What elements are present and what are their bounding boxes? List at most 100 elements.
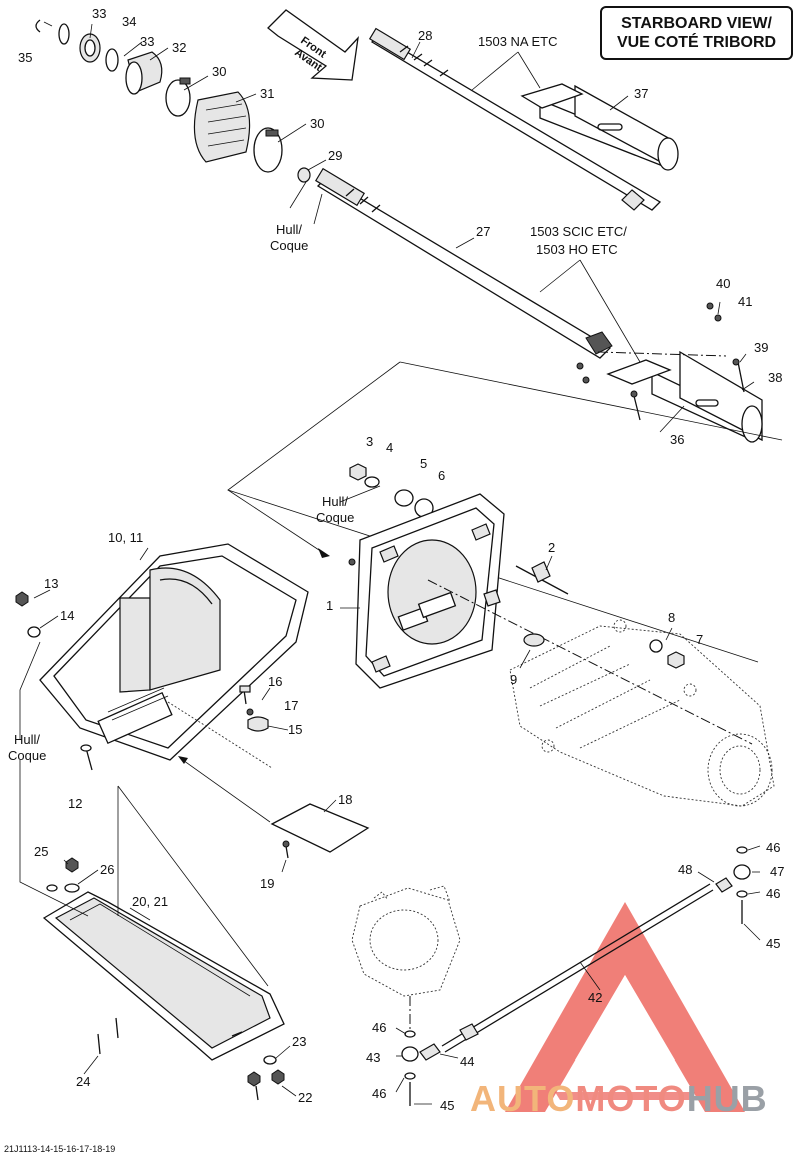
callout-9: 9 [510,672,517,687]
brand-part1: AUTO [470,1078,576,1119]
venturi-nozzle [509,619,775,807]
ride-plate-hardware [19,641,285,1101]
callout-42: 42 [588,990,602,1005]
callout-20-21: 20, 21 [132,894,168,909]
front-arrow: Front Avant [267,9,359,81]
steering-nozzle [351,885,461,997]
callout-35: 35 [18,50,32,65]
callout-5: 5 [420,456,427,471]
callout-45b: 45 [440,1098,454,1113]
drive-shaft-27 [314,167,613,359]
gasket-36 [606,359,672,385]
callout-3: 3 [366,434,373,449]
watermark-brand: AUTOMOTOHUB [470,1078,768,1120]
callout-19: 19 [260,876,274,891]
pump-housing-1 [348,493,505,689]
circlip-35 [35,19,41,33]
callout-12: 12 [68,796,82,811]
leader-lines [33,21,761,1105]
callout-24: 24 [76,1074,90,1089]
note-labels: 1503 NA ETC 1503 SCIC ETC/ 1503 HO ETC H… [8,34,627,763]
callout-25: 25 [34,844,48,859]
callout-45a: 45 [766,936,780,951]
callout-17: 17 [284,698,298,713]
note-hull-top-1: Hull/ [276,222,302,237]
watermark-logo [505,902,745,1112]
ring-33a [58,23,70,45]
callout-46c: 46 [372,1020,386,1035]
callout-36: 36 [670,432,684,447]
callout-43: 43 [366,1050,380,1065]
gasket-37 [520,83,584,109]
note-hull-left-1: Hull/ [14,732,40,747]
callout-27: 27 [476,224,490,239]
assembly-guide-lines [227,361,783,663]
callout-30a: 30 [212,64,226,79]
tube-36 [576,302,763,443]
mount-15-17 [167,685,273,769]
callout-40: 40 [716,276,730,291]
callout-37: 37 [634,86,648,101]
note-hull-mid-2: Coque [316,510,354,525]
note-hull-top-2: Coque [270,238,308,253]
brand-part2: MOTO [575,1078,687,1119]
callout-29: 29 [328,148,342,163]
callout-2: 2 [548,540,555,555]
steering-cable-42 [401,846,751,1106]
callout-18: 18 [338,792,352,807]
callout-39: 39 [754,340,768,355]
clamp-30b [253,127,283,173]
callout-1: 1 [326,598,333,613]
tube-37 [520,83,679,171]
callout-30b: 30 [310,116,324,131]
callout-26: 26 [100,862,114,877]
note-scic-etc: 1503 SCIC ETC/ [530,224,627,239]
callout-46b: 46 [766,886,780,901]
callout-14: 14 [60,608,74,623]
callout-48: 48 [678,862,692,877]
callout-41: 41 [738,294,752,309]
view-label-box: STARBOARD VIEW/ VUE COTÉ TRIBORD [600,6,793,60]
callout-4: 4 [386,440,393,455]
callout-8: 8 [668,610,675,625]
callout-16: 16 [268,674,282,689]
plate-18 [178,756,370,859]
clamp-30a [165,79,191,117]
note-ho-etc: 1503 HO ETC [536,242,618,257]
ride-plate-20-21 [42,785,285,1061]
callout-44: 44 [460,1054,474,1069]
callout-7: 7 [696,632,703,647]
callout-34: 34 [122,14,136,29]
note-hull-left-2: Coque [8,748,46,763]
callout-47: 47 [770,864,784,879]
ring-29 [297,167,311,183]
callout-10-11: 10, 11 [108,530,143,545]
view-label-line2: VUE COTÉ TRIBORD [616,34,777,51]
reference-code: 21J1113-14-15-16-17-18-19 [4,1144,116,1154]
callout-28: 28 [418,28,432,43]
callout-33b: 33 [140,34,154,49]
view-label-line1: STARBOARD VIEW/ [621,15,772,32]
callout-22: 22 [298,1090,312,1105]
note-hull-mid-1: Hull/ [322,494,348,509]
callout-31: 31 [260,86,274,101]
callout-23: 23 [292,1034,306,1049]
note-na-etc: 1503 NA ETC [478,34,558,49]
grate-hardware [15,591,93,771]
callout-15: 15 [288,722,302,737]
callout-46a: 46 [766,840,780,855]
callout-32: 32 [172,40,186,55]
intake-grate-10-11 [39,543,309,761]
callout-38: 38 [768,370,782,385]
callout-46d: 46 [372,1086,386,1101]
ring-33b [105,48,119,72]
stud-hardware [427,561,753,745]
callout-13: 13 [44,576,58,591]
mount-hardware-3-6 [339,463,434,518]
callout-33a: 33 [92,6,106,21]
part-callouts: 1 2 3 4 5 6 7 8 9 10, 11 12 13 14 15 16 … [18,6,784,1113]
boot-31 [193,91,251,163]
drive-shaft-28 [368,27,662,211]
brand-part3: HUB [686,1078,768,1119]
